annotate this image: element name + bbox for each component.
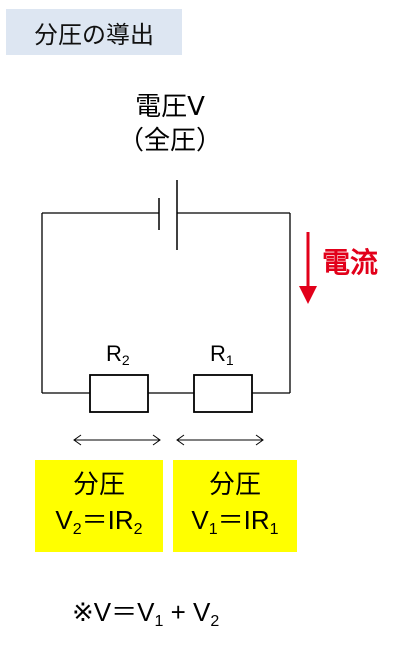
divided-voltage-left-heading: 分圧 [72, 470, 125, 500]
page-title: 分圧の導出 [6, 9, 182, 55]
span-arrow-left-head-l [73, 434, 82, 446]
span-arrow-right-head-l [176, 434, 185, 446]
divided-voltage-left-equation: V2＝IR2 [35, 502, 163, 548]
voltage-label: 電圧V （全圧） [90, 90, 250, 158]
divided-voltage-box-right: 分圧 V1＝IR1 [173, 460, 297, 552]
resistor-r2-base: R [106, 341, 122, 366]
formula-sub2: 2 [210, 613, 220, 630]
span-arrow-left-head-r [152, 434, 161, 446]
resistor-r1-label: R1 [210, 341, 234, 368]
resistor-r1-sub: 1 [225, 352, 234, 368]
resistor-r1 [193, 374, 253, 413]
left-v-sub: 2 [72, 521, 82, 538]
divided-voltage-right-heading: 分圧 [208, 470, 261, 500]
right-r-sub: 1 [269, 521, 279, 538]
left-eq: ＝IR [81, 505, 134, 535]
total-voltage-formula: ※V＝V1 + V2 [72, 592, 219, 631]
resistor-r2-sub: 2 [121, 352, 130, 368]
voltage-label-line1: 電圧V [135, 92, 205, 122]
current-arrow-head [299, 286, 317, 304]
formula-prefix: ※V＝V [72, 597, 155, 627]
page-title-text: 分圧の導出 [34, 20, 154, 49]
left-v: V [55, 505, 73, 535]
current-label: 電流 [322, 246, 379, 279]
span-arrow-right-head-r [255, 434, 264, 446]
resistor-r1-base: R [210, 341, 226, 366]
right-eq: ＝IR [217, 505, 270, 535]
voltage-label-line2: （全圧） [117, 126, 222, 156]
resistor-r2 [89, 374, 149, 413]
divided-voltage-box-left: 分圧 V2＝IR2 [35, 460, 163, 552]
formula-plus: + V [163, 597, 211, 627]
formula-sub1: 1 [154, 613, 164, 630]
resistor-r2-label: R2 [106, 341, 130, 368]
right-v: V [191, 505, 209, 535]
right-v-sub: 1 [208, 521, 218, 538]
divided-voltage-right-equation: V1＝IR1 [173, 502, 297, 548]
left-r-sub: 2 [133, 521, 143, 538]
